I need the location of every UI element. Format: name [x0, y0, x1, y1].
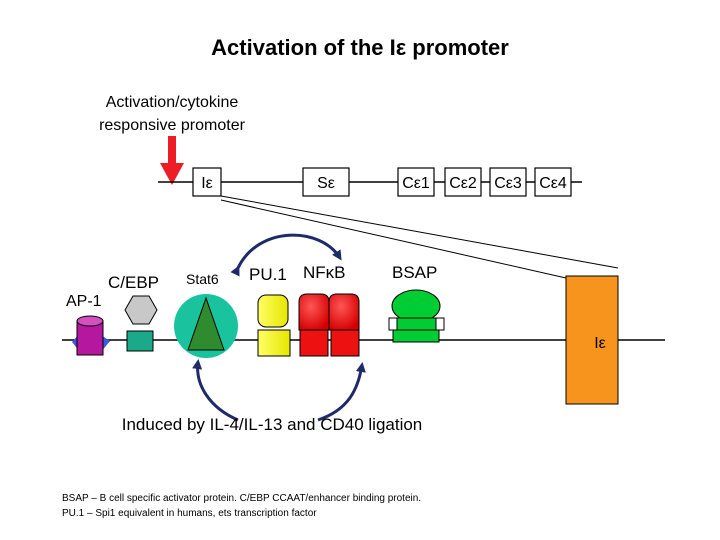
segment-s-epsilon-box: [302, 167, 350, 197]
segment-c-epsilon-4: Cε4: [539, 175, 567, 192]
segment-i-epsilon-box: [192, 167, 222, 197]
segment-s-epsilon: Sε: [317, 175, 335, 192]
factor-label-nfkb: NFκB: [303, 263, 346, 282]
zoom-line-lower: [220, 199, 567, 279]
stat6-factor: [174, 294, 238, 358]
segment-c-epsilon-3-box: [489, 167, 527, 197]
induction-text: Induced by IL-4/IL-13 and CD40 ligation: [122, 415, 423, 434]
segment-c-epsilon-2-box: [444, 167, 482, 197]
promoter-label-line2: responsive promoter: [99, 117, 246, 134]
interaction-arc: [230, 233, 342, 277]
zoom-line-upper: [220, 195, 619, 269]
factor-label-pu1: PU.1: [249, 265, 287, 284]
segment-c-epsilon-1-box: [397, 167, 435, 197]
page-title: Activation of the Iε promoter: [211, 35, 509, 60]
ap1-factor: [72, 315, 110, 356]
induction-arrow-nfkb: [317, 362, 366, 422]
i-epsilon-transcript-label: Iε: [594, 335, 606, 352]
promoter-label-line1: Activation/cytokine: [106, 94, 239, 111]
bsap-factor: [388, 289, 445, 343]
factor-label-bsap: BSAP: [392, 263, 437, 282]
factor-label-cebp: C/EBP: [108, 273, 159, 292]
segment-c-epsilon-4-box: [534, 167, 572, 197]
segment-c-epsilon-1: Cε1: [402, 175, 430, 192]
footnote-line1: BSAP – B cell specific activator protein…: [62, 493, 421, 504]
segment-i-epsilon: Iε: [201, 175, 213, 192]
promoter-arrow-icon: [160, 136, 184, 185]
i-epsilon-transcript-box: [565, 275, 619, 405]
footnote-line2: PU.1 – Spi1 equivalent in humans, ets tr…: [62, 508, 317, 519]
factor-label-stat6: Stat6: [186, 271, 219, 287]
segment-c-epsilon-2: Cε2: [449, 175, 477, 192]
segment-c-epsilon-3: Cε3: [494, 175, 522, 192]
cebp-factor: [124, 295, 158, 352]
factor-label-ap1: AP-1: [66, 293, 102, 310]
induction-arrow-stat6: [192, 359, 239, 422]
nfkb-factor: [298, 293, 360, 357]
pu1-factor: [257, 294, 291, 357]
